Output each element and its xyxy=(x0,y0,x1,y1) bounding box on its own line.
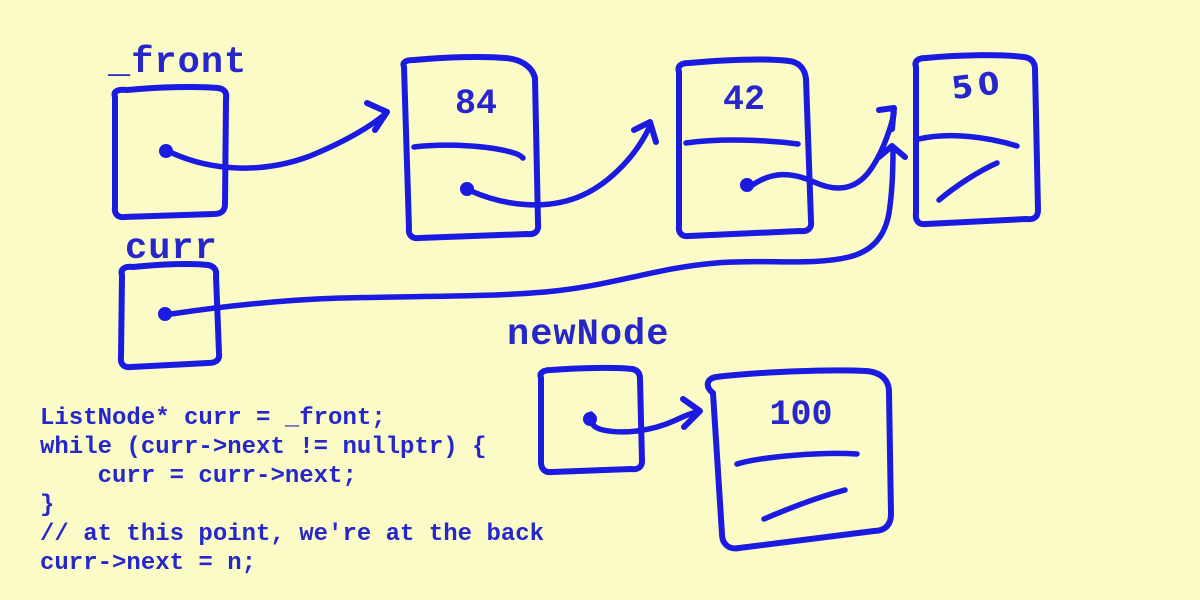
node-100-null-slash xyxy=(761,487,848,522)
code-line-5: // at this point, we're at the back xyxy=(40,521,545,548)
node-84-next-arrowhead xyxy=(631,119,659,145)
node-50-null-slash xyxy=(936,160,1000,203)
node-84-next-arrow xyxy=(468,125,652,208)
code-block: ListNode* curr = _front; while (curr->ne… xyxy=(40,404,544,578)
node-100-outline xyxy=(704,367,894,552)
node-42-outline xyxy=(675,56,815,240)
curr-arrowhead xyxy=(876,143,908,160)
front-pointer-dot xyxy=(159,144,173,158)
code-line-4: } xyxy=(40,492,55,519)
node-100-value: 100 xyxy=(769,395,833,435)
curr-pointer-dot xyxy=(158,307,172,321)
front-box-outline xyxy=(111,83,230,221)
curr-arrow xyxy=(168,147,896,317)
node-84-value: 84 xyxy=(454,84,497,124)
node-42-value: 42 xyxy=(722,80,765,120)
newnode-box-outline xyxy=(537,364,645,476)
code-line-3: curr = curr->next; xyxy=(40,463,357,490)
code-line-1: ListNode* curr = _front; xyxy=(40,405,386,432)
node-84-outline xyxy=(400,53,542,242)
node-100-divider xyxy=(734,450,860,467)
node-42-next-arrow xyxy=(748,110,897,191)
node-42-next-arrowhead xyxy=(876,105,897,132)
curr-box-outline xyxy=(117,260,223,371)
newnode-label: newNode xyxy=(507,314,670,356)
newnode-arrowhead xyxy=(680,396,703,430)
node-84-divider xyxy=(411,142,526,161)
front-label: _front xyxy=(108,42,248,84)
node-50-outline xyxy=(912,52,1041,228)
node-50-divider xyxy=(916,132,1020,149)
code-line-6: curr->next = n; xyxy=(40,550,257,577)
curr-label: curr xyxy=(125,228,218,270)
front-next-arrow xyxy=(169,112,387,171)
front-next-arrowhead xyxy=(364,100,390,133)
node-42-divider xyxy=(683,137,801,147)
newnode-arrow xyxy=(587,409,701,435)
code-line-2: while (curr->next != nullptr) { xyxy=(40,434,487,461)
